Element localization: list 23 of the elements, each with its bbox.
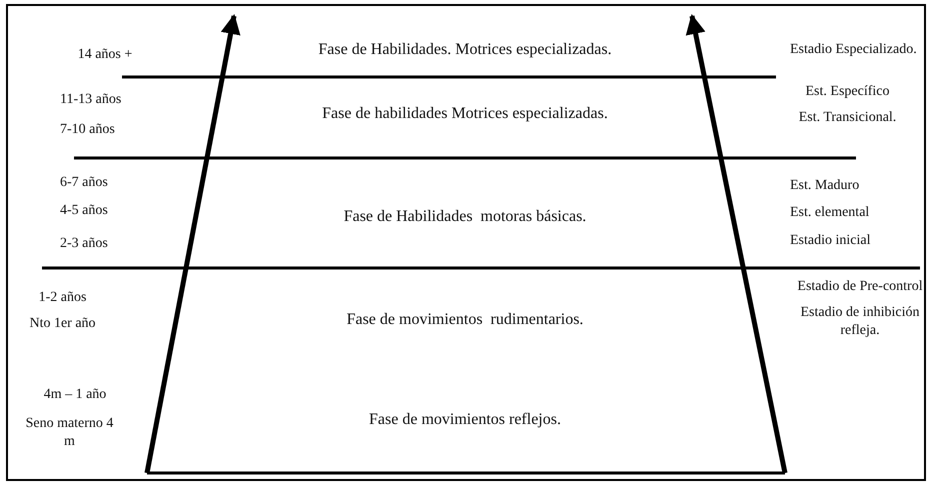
age-label: Nto 1er año — [28, 315, 97, 333]
phase-label: Fase de Habilidades motoras básicas. — [260, 208, 670, 226]
phase-label: Fase de habilidades Motrices especializadas. — [260, 105, 670, 123]
stage-label: Est. Transicional. — [798, 109, 898, 127]
age-label: 6-7 años — [60, 174, 109, 192]
phase-label: Fase de movimientos rudimentarios. — [260, 311, 670, 329]
age-label: 2-3 años — [60, 235, 109, 253]
stage-label: Estadio Especializado. — [790, 41, 915, 59]
stage-label: Est. Específico — [804, 83, 890, 101]
phase-label: Fase de Habilidades. Motrices especializadas. — [260, 41, 670, 59]
age-label: Seno materno 4 m — [24, 415, 114, 451]
stage-label: Estadio inicial — [790, 232, 872, 250]
phase-label: Fase de movimientos reflejos. — [260, 411, 670, 429]
stage-label: Est. Maduro — [790, 177, 860, 195]
stage-label: Estadio de inhibición refleja. — [800, 304, 920, 340]
age-label: 11-13 años — [60, 91, 122, 109]
age-label: 7-10 años — [60, 121, 116, 139]
stage-label: Estadio de Pre-control — [796, 278, 924, 296]
age-label: 14 años + — [76, 46, 134, 64]
age-label: 1-2 años — [38, 289, 88, 307]
age-label: 4-5 años — [60, 202, 109, 220]
stage-label: Est. elemental — [790, 204, 870, 222]
age-label: 4m – 1 año — [42, 386, 108, 404]
